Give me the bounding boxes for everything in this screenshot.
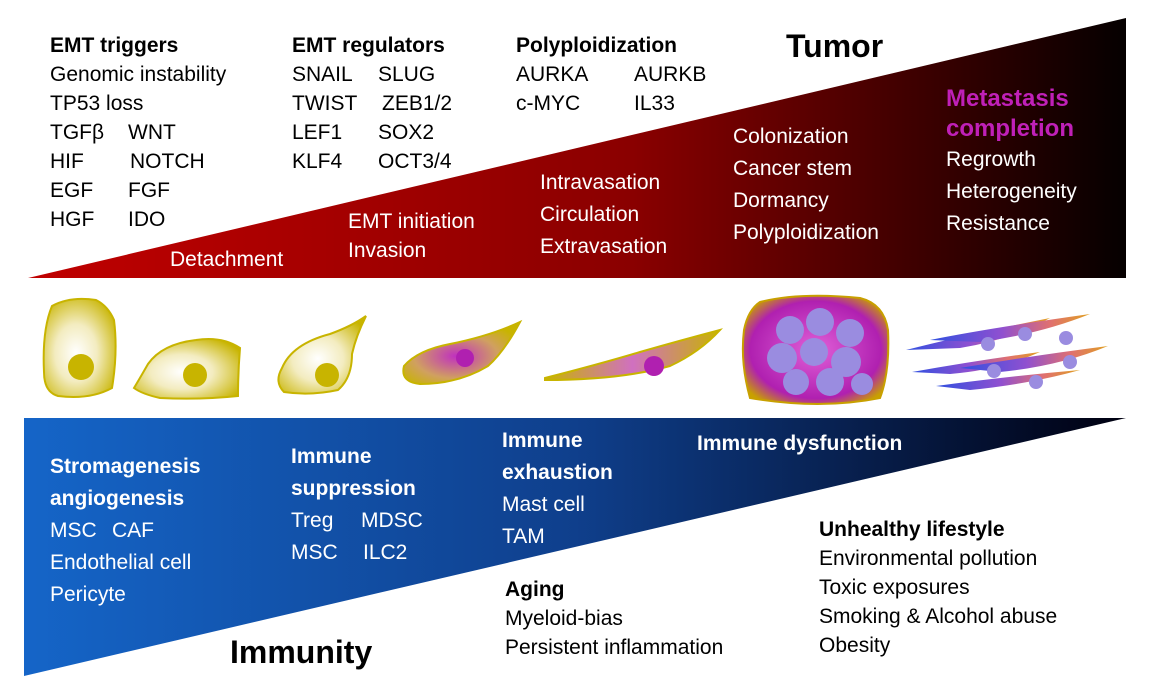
- polyploidization-group: Polyploidization AURKA AURKB c-MYC IL33: [516, 31, 706, 118]
- emt-regulator-item: SNAIL: [292, 63, 353, 86]
- stage-circulation: Circulation: [540, 203, 640, 226]
- stromagenesis-group: Stromagenesis angiogenesis MSC CAF Endoth…: [50, 451, 201, 611]
- epithelial-cell-3: [277, 315, 367, 395]
- stromagenesis-heading: Stromagenesis: [50, 455, 201, 478]
- immune-suppression-heading: Immune: [291, 445, 372, 468]
- emt-trigger-item: WNT: [128, 121, 176, 144]
- emt-regulator-item: SLUG: [378, 63, 436, 86]
- tumor-wedge: [28, 18, 1126, 278]
- emt-regulator-item: TWIST: [292, 92, 358, 115]
- emt-regulators-heading: EMT regulators: [292, 34, 445, 57]
- suppression-item: MDSC: [361, 509, 423, 532]
- suppression-item: ILC2: [363, 541, 408, 564]
- stage-invasion: Invasion: [348, 239, 427, 262]
- stroma-item: Endothelial cell: [50, 551, 192, 574]
- stage-colonization: Colonization: [733, 125, 849, 148]
- exhaustion-item: TAM: [502, 525, 545, 548]
- immune-exhaustion-group: Immune exhaustion Mast cell TAM: [502, 425, 613, 553]
- emt-regulators-group: EMT regulators SNAIL SLUG TWIST ZEB1/2 LEF…: [292, 31, 452, 176]
- stage-extravasation: Extravasation: [540, 235, 668, 258]
- emt-regulator-item: LEF1: [292, 121, 343, 144]
- polyploidization-item: c-MYC: [516, 92, 581, 115]
- epithelial-cell-1: [42, 297, 117, 398]
- emt-trigger-item: TP53 loss: [50, 92, 144, 115]
- emt-regulator-item: SOX2: [378, 121, 435, 144]
- polyploidization-heading: Polyploidization: [516, 34, 677, 57]
- lifestyle-item: Obesity: [819, 634, 891, 657]
- lifestyle-item: Smoking & Alcohol abuse: [819, 605, 1058, 628]
- emt-triggers-group: EMT triggers Genomic instability TP53 lo…: [50, 31, 226, 234]
- stage-dormancy: Dormancy: [733, 189, 829, 212]
- stage-cancer-stem: Cancer stem: [733, 157, 853, 180]
- stage-emt-initiation: EMT initiation: [348, 210, 475, 233]
- stage-emt-invasion: EMT initiation Invasion: [348, 207, 475, 265]
- polyploidization-item: AURKA: [516, 63, 589, 86]
- stage-circulation-group: Intravasation Circulation Extravasation: [540, 167, 667, 263]
- exhaustion-item: Mast cell: [502, 493, 585, 516]
- immune-suppression-group: Immune suppression Treg MDSC MSC ILC2: [291, 441, 423, 569]
- polyploidization-item: AURKB: [634, 63, 707, 86]
- aging-item: Myeloid-bias: [505, 607, 623, 630]
- mesenchymal-cell: [544, 328, 724, 382]
- emt-triggers-heading: EMT triggers: [50, 34, 179, 57]
- polyploid-cell: [741, 294, 890, 405]
- suppression-item: Treg: [291, 509, 334, 532]
- lifestyle-item: Toxic exposures: [819, 576, 970, 599]
- metastasis-completion-title: completion: [946, 115, 1075, 142]
- polyploidization-item: IL33: [634, 92, 675, 115]
- tumor-title: Tumor: [786, 28, 884, 64]
- immune-exhaustion-heading: exhaustion: [502, 461, 613, 484]
- emt-trigger-item: IDO: [128, 208, 166, 231]
- emt-regulator-item: KLF4: [292, 150, 343, 173]
- stage-regrowth: Regrowth: [946, 148, 1036, 171]
- aging-heading: Aging: [505, 578, 565, 601]
- angiogenesis-heading: angiogenesis: [50, 487, 185, 510]
- emt-trigger-item: HGF: [50, 208, 95, 231]
- suppression-item: MSC: [291, 541, 338, 564]
- immune-dysfunction-heading: Immune dysfunction: [697, 432, 903, 455]
- emt-trigger-item: NOTCH: [130, 150, 205, 173]
- stroma-item: CAF: [112, 519, 154, 542]
- lifestyle-group: Unhealthy lifestyle Environmental pollut…: [819, 515, 1057, 660]
- emt-trigger-item: Genomic instability: [50, 63, 227, 86]
- immune-exhaustion-heading: Immune: [502, 429, 583, 452]
- immunity-title: Immunity: [230, 634, 373, 670]
- stage-polyploidization: Polyploidization: [733, 221, 879, 244]
- aging-item: Persistent inflammation: [505, 636, 724, 659]
- stroma-item: Pericyte: [50, 583, 126, 606]
- emt-regulator-item: ZEB1/2: [382, 92, 453, 115]
- lifestyle-item: Environmental pollution: [819, 547, 1038, 570]
- transitioning-cell: [402, 319, 523, 386]
- stage-heterogeneity: Heterogeneity: [946, 180, 1077, 203]
- emt-regulator-item: OCT3/4: [378, 150, 452, 173]
- immunity-wedge: [24, 418, 1126, 676]
- stage-metastasis-group: Metastasis completion Regrowth Heterogen…: [946, 84, 1077, 240]
- aging-group: Aging Myeloid-bias Persistent inflammati…: [505, 575, 723, 662]
- emt-trigger-item: HIF: [50, 150, 84, 173]
- stage-colonization-group: Colonization Cancer stem Dormancy Polypl…: [733, 121, 879, 249]
- emt-trigger-item: EGF: [50, 179, 94, 202]
- immune-suppression-heading: suppression: [291, 477, 416, 500]
- emt-trigger-item: FGF: [128, 179, 170, 202]
- stage-detachment: Detachment: [170, 248, 284, 271]
- stage-intravasation: Intravasation: [540, 171, 661, 194]
- stage-resistance: Resistance: [946, 212, 1050, 235]
- spindle-cell-cluster: [906, 314, 1108, 390]
- stroma-item: MSC: [50, 519, 97, 542]
- epithelial-cell-2: [132, 338, 242, 400]
- emt-trigger-item: TGFβ: [50, 121, 105, 144]
- lifestyle-heading: Unhealthy lifestyle: [819, 518, 1005, 541]
- metastasis-completion-title: Metastasis: [946, 85, 1069, 112]
